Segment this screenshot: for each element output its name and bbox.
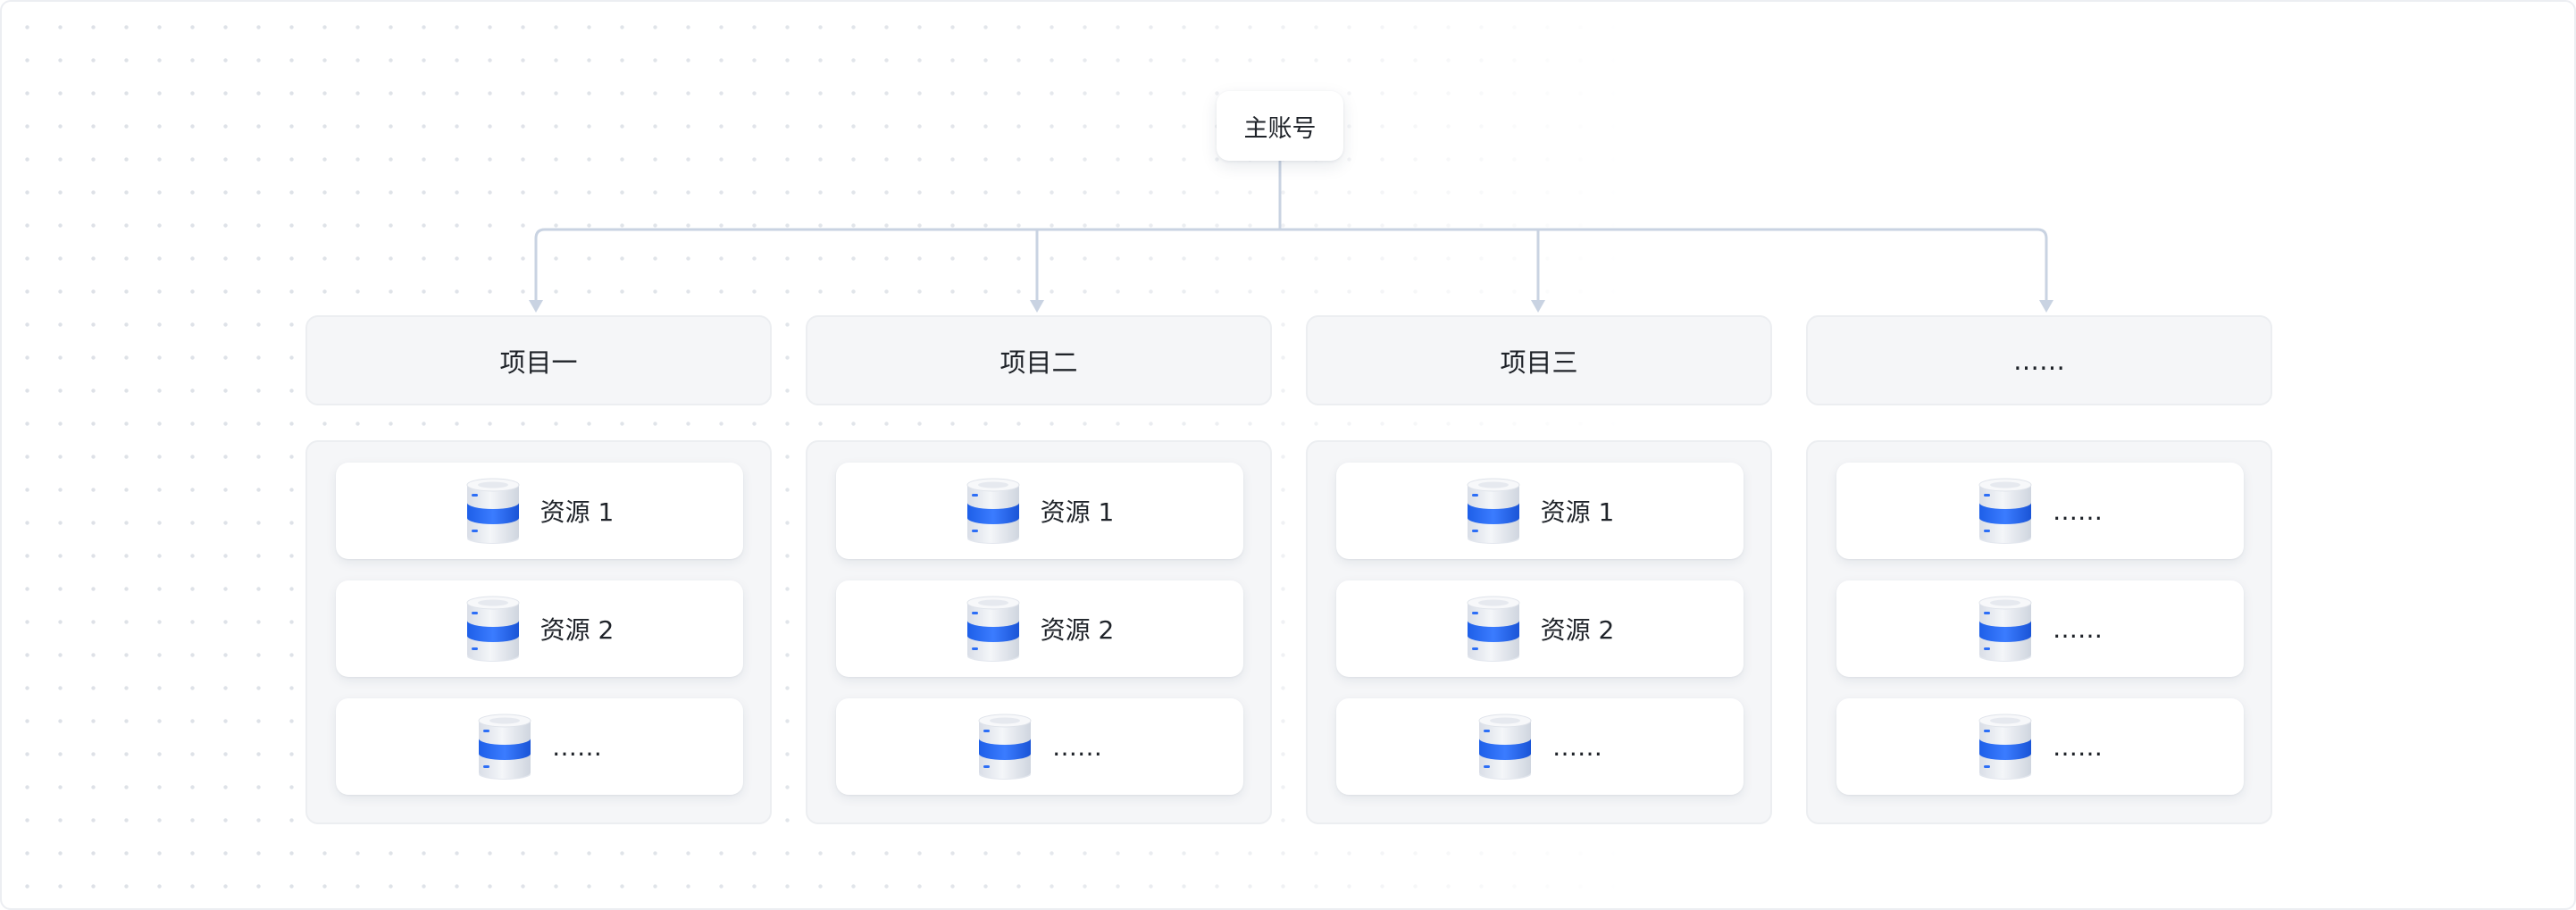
project-title: 项目三 (1500, 346, 1578, 378)
arrow-head-1 (529, 300, 543, 313)
project-title: 项目二 (999, 346, 1078, 378)
database-icon (1466, 476, 1521, 546)
resource-card: …… (1336, 698, 1744, 795)
resource-label: …… (2053, 614, 2103, 644)
resource-panel-2: 资源 1 资源 2 …… (806, 440, 1272, 824)
resource-card: …… (1836, 580, 2244, 677)
resource-label: 资源 2 (539, 615, 615, 645)
database-icon (465, 594, 521, 664)
database-icon (465, 476, 521, 546)
database-icon (1978, 594, 2033, 664)
resource-card: 资源 1 (336, 463, 743, 559)
resource-card: …… (1836, 463, 2244, 559)
arrow-head-3 (1531, 300, 1545, 313)
database-icon (1477, 712, 1533, 781)
resource-label: …… (1552, 731, 1602, 762)
resource-label: 资源 2 (1540, 615, 1615, 645)
database-icon (966, 594, 1021, 664)
resource-card: …… (836, 698, 1243, 795)
resource-label: 资源 1 (539, 497, 615, 527)
project-header-1: 项目一 (305, 315, 772, 405)
resource-card: 资源 2 (336, 580, 743, 677)
resource-label: 资源 1 (1040, 497, 1115, 527)
resource-card: 资源 1 (1336, 463, 1744, 559)
connector-bus (534, 228, 2048, 240)
arrow-head-2 (1030, 300, 1044, 313)
project-title: …… (2013, 345, 2065, 376)
arrow-head-4 (2039, 300, 2053, 313)
resource-label: 资源 1 (1540, 497, 1615, 527)
database-icon (1978, 476, 2033, 546)
resource-card: 资源 1 (836, 463, 1243, 559)
resource-label: …… (2053, 496, 2103, 526)
database-icon (977, 712, 1033, 781)
resource-card: 资源 2 (836, 580, 1243, 677)
project-header-2: 项目二 (806, 315, 1272, 405)
root-account-node: 主账号 (1217, 91, 1343, 161)
resource-panel-1: 资源 1 资源 2 …… (305, 440, 772, 824)
database-icon (477, 712, 532, 781)
database-icon (1466, 594, 1521, 664)
project-title: 项目一 (499, 346, 578, 378)
project-header-3: 项目三 (1306, 315, 1772, 405)
project-header-4: …… (1806, 315, 2272, 405)
resource-card: …… (336, 698, 743, 795)
resource-label: …… (1052, 731, 1102, 762)
resource-card: …… (1836, 698, 2244, 795)
database-icon (1978, 712, 2033, 781)
resource-label: …… (2053, 731, 2103, 762)
resource-label: …… (552, 731, 602, 762)
resource-card: 资源 2 (1336, 580, 1744, 677)
resource-panel-3: 资源 1 资源 2 …… (1306, 440, 1772, 824)
resource-label: 资源 2 (1040, 615, 1115, 645)
resource-panel-4: …… …… …… (1806, 440, 2272, 824)
database-icon (966, 476, 1021, 546)
root-account-label: 主账号 (1243, 114, 1317, 143)
